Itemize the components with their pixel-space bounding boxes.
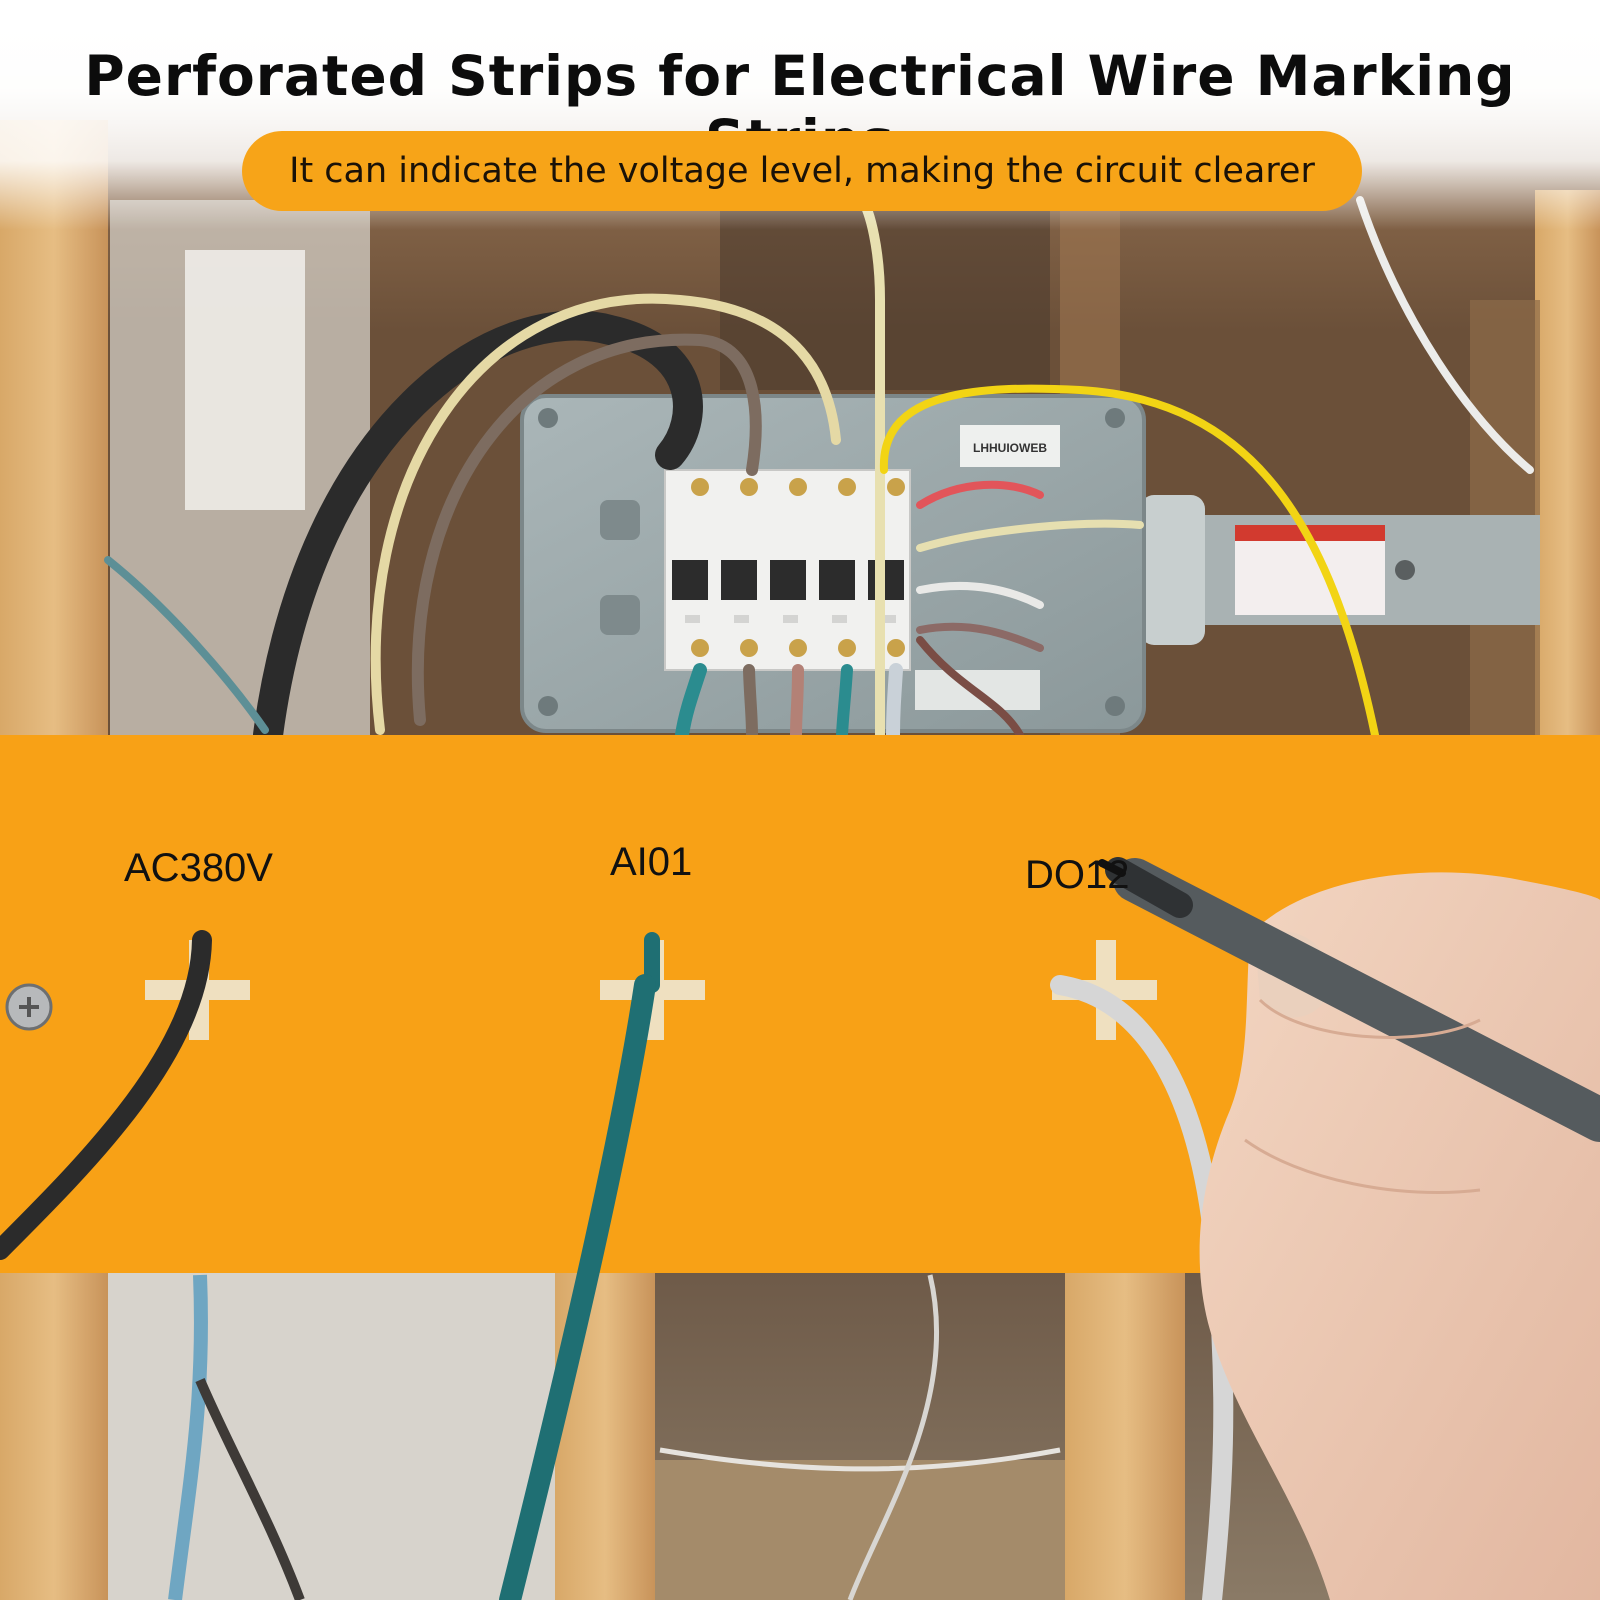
box-sticker-label: LHHUIOWEB [973, 441, 1047, 455]
circuit-breakers [664, 469, 911, 671]
tagline-banner: It can indicate the voltage level, makin… [242, 131, 1362, 211]
screw-icon [5, 983, 53, 1031]
upper-wires [104, 195, 1534, 750]
tagline-text: It can indicate the voltage level, makin… [289, 151, 1315, 191]
strip-label-2: AI01 [610, 840, 693, 884]
strip-label-3: DO12 [1025, 853, 1130, 897]
hand-with-marker [1098, 857, 1600, 1600]
strip-label-1: AC380V [124, 846, 273, 890]
